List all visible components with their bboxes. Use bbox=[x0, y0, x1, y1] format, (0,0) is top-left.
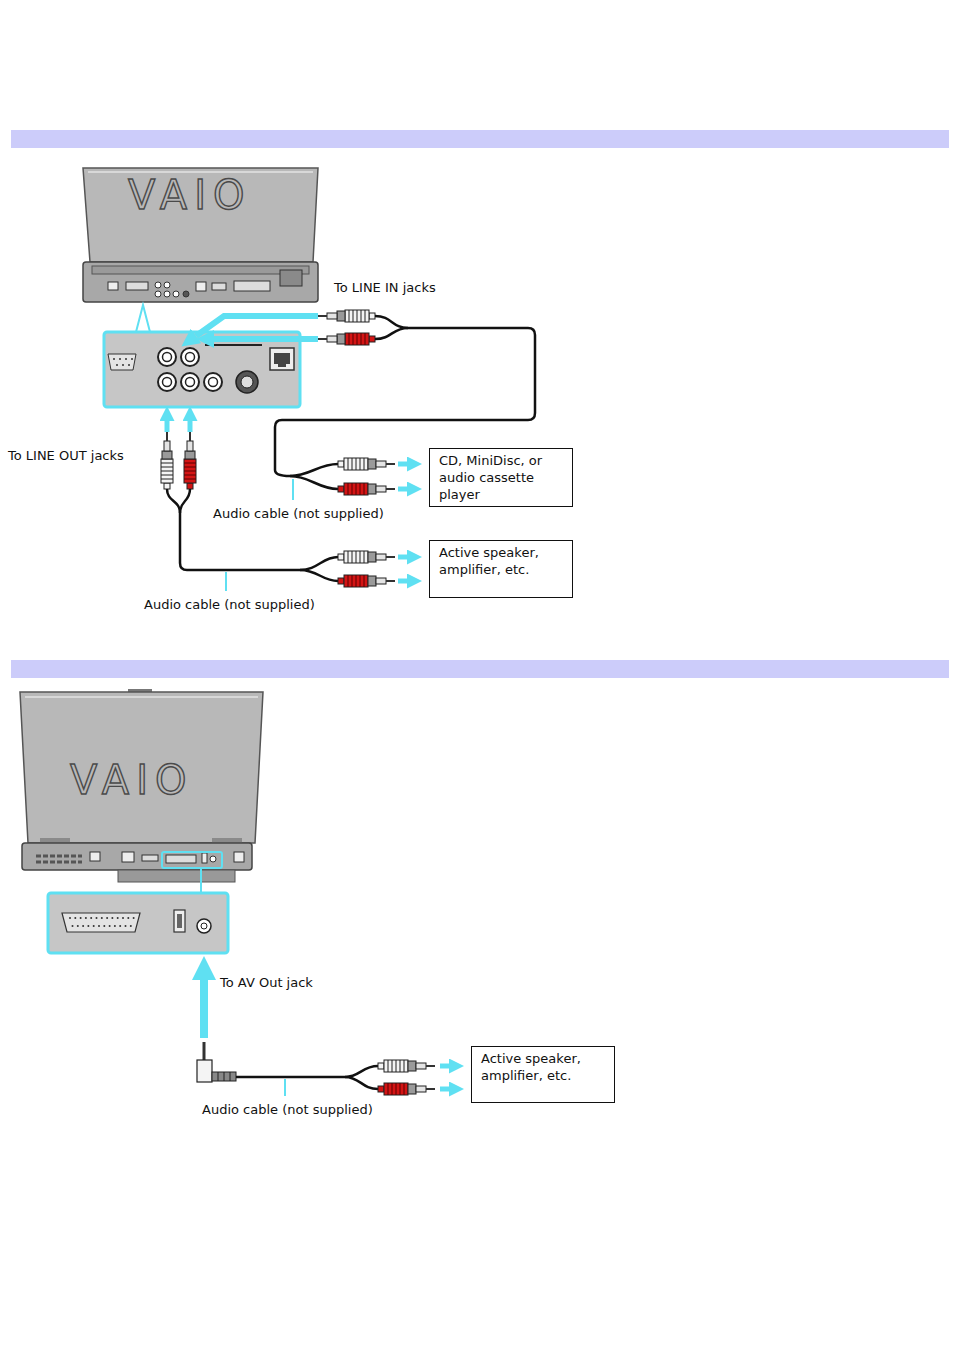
logo-text: VAIO bbox=[70, 758, 193, 802]
box-text: Active speaker, amplifier, etc. bbox=[439, 544, 563, 578]
connector-label: To AV Out jack bbox=[220, 974, 313, 991]
logo-text: VAIO bbox=[128, 173, 251, 217]
port-panel bbox=[48, 893, 228, 953]
laptop bbox=[20, 689, 263, 882]
audio-cable bbox=[236, 1066, 378, 1089]
device-box: Active speaker, amplifier, etc. bbox=[429, 540, 573, 598]
box-text: Active speaker, amplifier, etc. bbox=[481, 1050, 605, 1084]
cable-label: Audio cable (not supplied) bbox=[144, 596, 315, 613]
cable-label: Audio cable (not supplied) bbox=[213, 505, 384, 522]
cable-label: Audio cable (not supplied) bbox=[202, 1101, 373, 1118]
port-panel bbox=[104, 332, 300, 407]
mini-plug bbox=[197, 1042, 236, 1082]
box-text: CD, MiniDisc, or audio cassette player bbox=[439, 452, 563, 503]
device-box: Active speaker, amplifier, etc. bbox=[471, 1046, 615, 1103]
laptop bbox=[83, 168, 318, 302]
audio-cable bbox=[167, 489, 338, 581]
connector-label: To LINE IN jacks bbox=[334, 279, 436, 296]
device-box: CD, MiniDisc, or audio cassette player bbox=[429, 448, 573, 507]
connector-label: To LINE OUT jacks bbox=[8, 447, 124, 464]
section-band bbox=[11, 660, 949, 678]
section-band bbox=[11, 130, 949, 148]
